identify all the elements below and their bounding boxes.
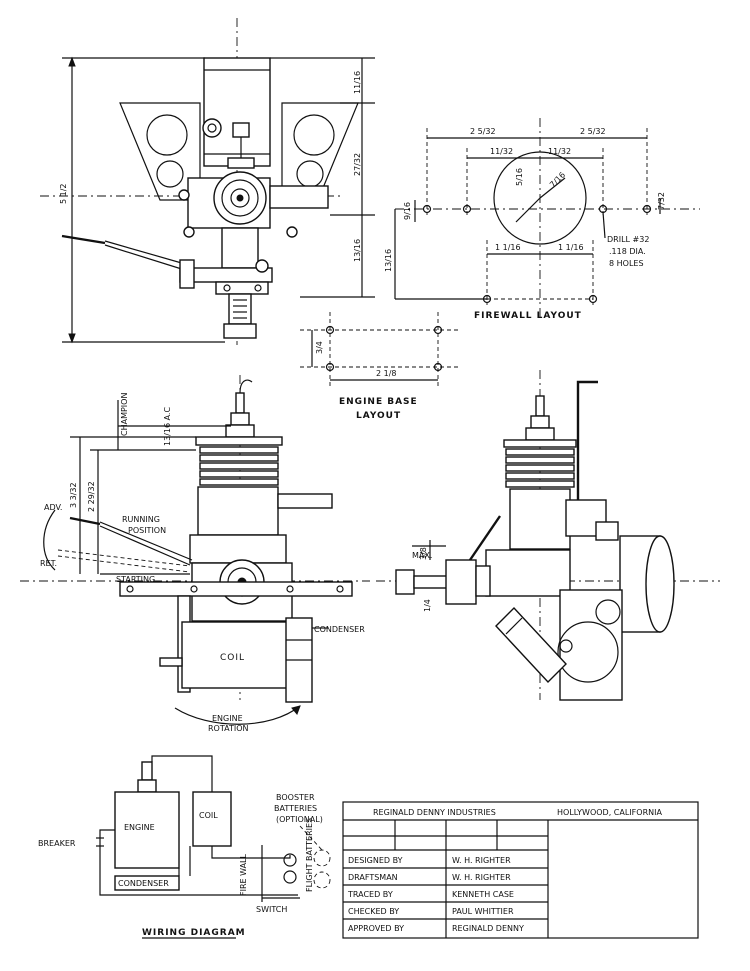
coil-label-rear: COIL xyxy=(220,653,245,663)
condenser-label: CONDENSER xyxy=(314,625,365,634)
wiring-switch-label: SWITCH xyxy=(256,905,287,914)
wiring-breaker-label: BREAKER xyxy=(38,839,76,848)
tb-row-value: REGINALD DENNY xyxy=(452,924,524,933)
firewall-layout-title: FIREWALL LAYOUT xyxy=(474,311,582,321)
rear-view: COIL CONDENSER 3 3/32 2 29/32 CHAMPION 1… xyxy=(20,375,370,733)
wiring-condenser-label: CONDENSER xyxy=(118,879,169,888)
tb-row-label: DRAFTSMAN xyxy=(348,873,398,882)
wiring-booster-1: BOOSTER xyxy=(276,793,315,802)
dim-three-8: 3/8 xyxy=(419,547,428,560)
dim-two-twentynine-32: 2 29/32 xyxy=(87,481,96,512)
dim-nine-16: 9/16 xyxy=(403,202,412,220)
tb-row-value: PAUL WHITTIER xyxy=(452,907,514,916)
dim-seven-16: 7/16 xyxy=(548,170,567,189)
dim-one-one-16-left: 1 1/16 xyxy=(495,243,521,252)
wiring-booster-2: BATTERIES xyxy=(274,804,317,813)
title-block: REGINALD DENNY INDUSTRIES HOLLYWOOD, CAL… xyxy=(342,801,699,939)
running-label: RUNNING xyxy=(122,515,160,524)
wiring-title: WIRING DIAGRAM xyxy=(142,928,246,938)
wiring-booster-3: (OPTIONAL) xyxy=(276,815,323,824)
engine-base-layout: 3/4 2 1/8 ENGINE BASE LAYOUT xyxy=(300,312,460,421)
wiring-flight-label: FLIGHT BATTERIES xyxy=(305,818,314,892)
dim-five-half: 5 1/2 xyxy=(59,183,68,204)
front-view: 5 1/2 11/16 27/32 13/16 xyxy=(40,18,375,345)
adv-label: ADV. xyxy=(44,503,62,512)
engine-base-layout-title: LAYOUT xyxy=(356,411,401,421)
tb-row-label: CHECKED BY xyxy=(348,907,399,916)
starting-label: STARTING xyxy=(116,575,155,584)
side-view: 3/8 MAX. 1/4 xyxy=(376,370,720,701)
dim-three-fourths: 3/4 xyxy=(315,341,324,354)
firewall-layout: 7/16 5/16 2 5/32 2 5/32 11/32 11/32 9/16… xyxy=(384,118,700,321)
tb-row-value: W. H. RIGHTER xyxy=(452,856,511,865)
wiring-diagram: ENGINE COIL CONDENSER BREAKER FIRE WALL … xyxy=(38,755,331,939)
wiring-coil-label: COIL xyxy=(199,811,218,820)
tb-row-label: TRACED BY xyxy=(347,890,393,899)
tb-row-value: KENNETH CASE xyxy=(452,890,514,899)
dim-eleven-32-left: 11/32 xyxy=(490,147,513,156)
dim-two-five-32-left: 2 5/32 xyxy=(470,127,496,136)
drill-holes-note: 8 HOLES xyxy=(609,259,644,268)
wiring-firewall-label: FIRE WALL xyxy=(239,853,248,896)
engine-base-title: ENGINE BASE xyxy=(339,397,418,407)
tb-row-label: APPROVED BY xyxy=(348,924,404,933)
tb-row-label: DESIGNED BY xyxy=(348,856,403,865)
dim-thirteen-16-front: 13/16 xyxy=(353,239,362,262)
dim-two-five-32-right: 2 5/32 xyxy=(580,127,606,136)
rotation-label-1: ENGINE xyxy=(212,714,243,723)
dim-eleven-sixteenths: 11/16 xyxy=(353,71,362,94)
tb-location: HOLLYWOOD, CALIFORNIA xyxy=(557,808,662,817)
rotation-label-2: ROTATION xyxy=(208,724,249,733)
dim-one-one-16-right: 1 1/16 xyxy=(558,243,584,252)
champion-label: CHAMPION xyxy=(120,393,129,436)
dim-max: MAX. xyxy=(412,551,432,560)
drill-note: DRILL #32 xyxy=(607,235,649,244)
tb-company: REGINALD DENNY INDUSTRIES xyxy=(373,808,496,817)
ret-label: RET. xyxy=(40,559,57,568)
dim-eleven-32-right: 11/32 xyxy=(548,147,571,156)
dim-twentyseven-32: 27/32 xyxy=(353,153,362,176)
wiring-engine-label: ENGINE xyxy=(124,823,155,832)
position-label: POSITION xyxy=(128,526,166,535)
tb-row-value: W. H. RIGHTER xyxy=(452,873,511,882)
dim-one-4: 1/4 xyxy=(423,599,432,612)
dim-seven-32: 7/32 xyxy=(657,192,666,210)
dim-two-one-eighth: 2 1/8 xyxy=(376,369,397,378)
champion-sub-label: 13/16 A.C xyxy=(163,407,172,446)
drill-dia-note: .118 DIA. xyxy=(609,247,646,256)
dim-thirteen-16-firewall: 13/16 xyxy=(384,249,393,272)
dim-three-three-32: 3 3/32 xyxy=(69,482,78,508)
dim-five-16: 5/16 xyxy=(515,168,524,186)
